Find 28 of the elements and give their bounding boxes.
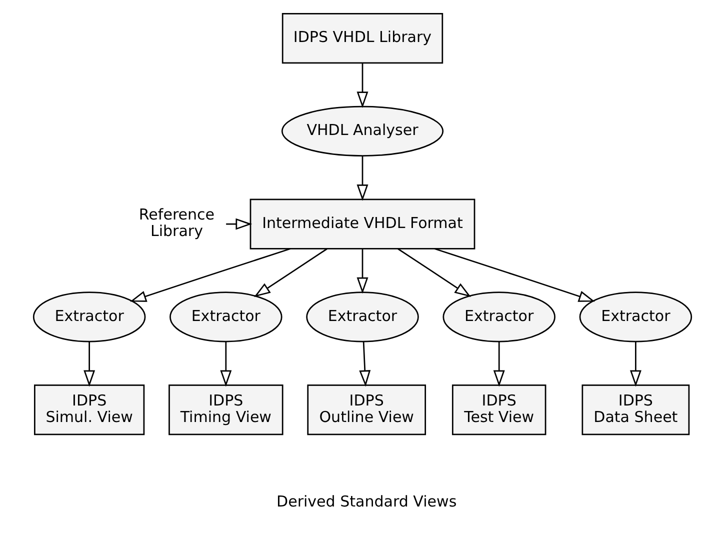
arrow bbox=[434, 248, 595, 302]
arrow bbox=[220, 342, 232, 387]
node-text: Reference Library bbox=[138, 206, 214, 240]
arrow bbox=[356, 63, 368, 108]
node-box: IDPS Timing View bbox=[168, 384, 283, 436]
arrow bbox=[254, 248, 327, 298]
node-ellipse: VHDL Analyser bbox=[280, 106, 444, 156]
arrow bbox=[129, 248, 290, 302]
node-box: IDPS Test View bbox=[451, 384, 546, 436]
node-ellipse: Extractor bbox=[578, 292, 692, 342]
node-box: IDPS Simul. View bbox=[34, 384, 144, 436]
arrow bbox=[226, 218, 252, 230]
arrow bbox=[83, 342, 95, 387]
arrow bbox=[356, 249, 368, 294]
node-box: IDPS Outline View bbox=[306, 384, 426, 436]
arrow bbox=[397, 248, 471, 298]
node-ellipse: Extractor bbox=[442, 292, 555, 342]
node-box: IDPS Data Sheet bbox=[581, 384, 690, 436]
node-ellipse: Extractor bbox=[32, 292, 146, 342]
arrow bbox=[358, 342, 370, 387]
node-ellipse: Extractor bbox=[169, 292, 282, 342]
arrow bbox=[629, 342, 641, 387]
node-ellipse: Extractor bbox=[306, 292, 418, 342]
label: Derived Standard Views bbox=[276, 492, 456, 511]
arrow bbox=[492, 342, 504, 387]
node-box: IDPS VHDL Library bbox=[281, 13, 443, 64]
node-box: Intermediate VHDL Format bbox=[249, 198, 475, 250]
arrow bbox=[356, 156, 368, 201]
